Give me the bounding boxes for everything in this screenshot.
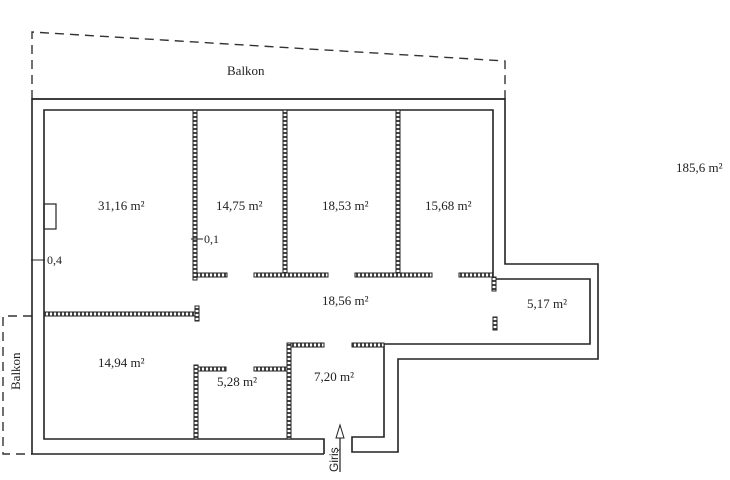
room-area-label: 14,94 m² (98, 355, 145, 370)
room-area-label: 15,68 m² (425, 198, 472, 213)
room-area-label: 5,28 m² (217, 374, 257, 389)
room-area-label: 7,20 m² (314, 369, 354, 384)
outer-wall-thickness: 0,4 (47, 253, 62, 267)
room-area-label: 5,17 m² (527, 296, 567, 311)
total-area: 185,6 m² (676, 160, 723, 175)
balcony-left-outline (2, 315, 32, 455)
room-area-label: 18,56 m² (322, 293, 369, 308)
entrance-arrow-icon (335, 423, 345, 472)
partitions (43, 109, 498, 440)
balcony-left-label: Balkon (8, 352, 23, 390)
balcony-top-outline (31, 31, 506, 99)
room-area-label: 14,75 m² (216, 198, 263, 213)
balcony-top-label: Balkon (227, 63, 265, 78)
chimney (43, 203, 57, 230)
room-area-label: 18,53 m² (322, 198, 369, 213)
partition-thickness: 0,1 (204, 232, 219, 246)
room-area-label: 31,16 m² (98, 198, 145, 213)
entrance-label: Giriş (327, 447, 341, 472)
